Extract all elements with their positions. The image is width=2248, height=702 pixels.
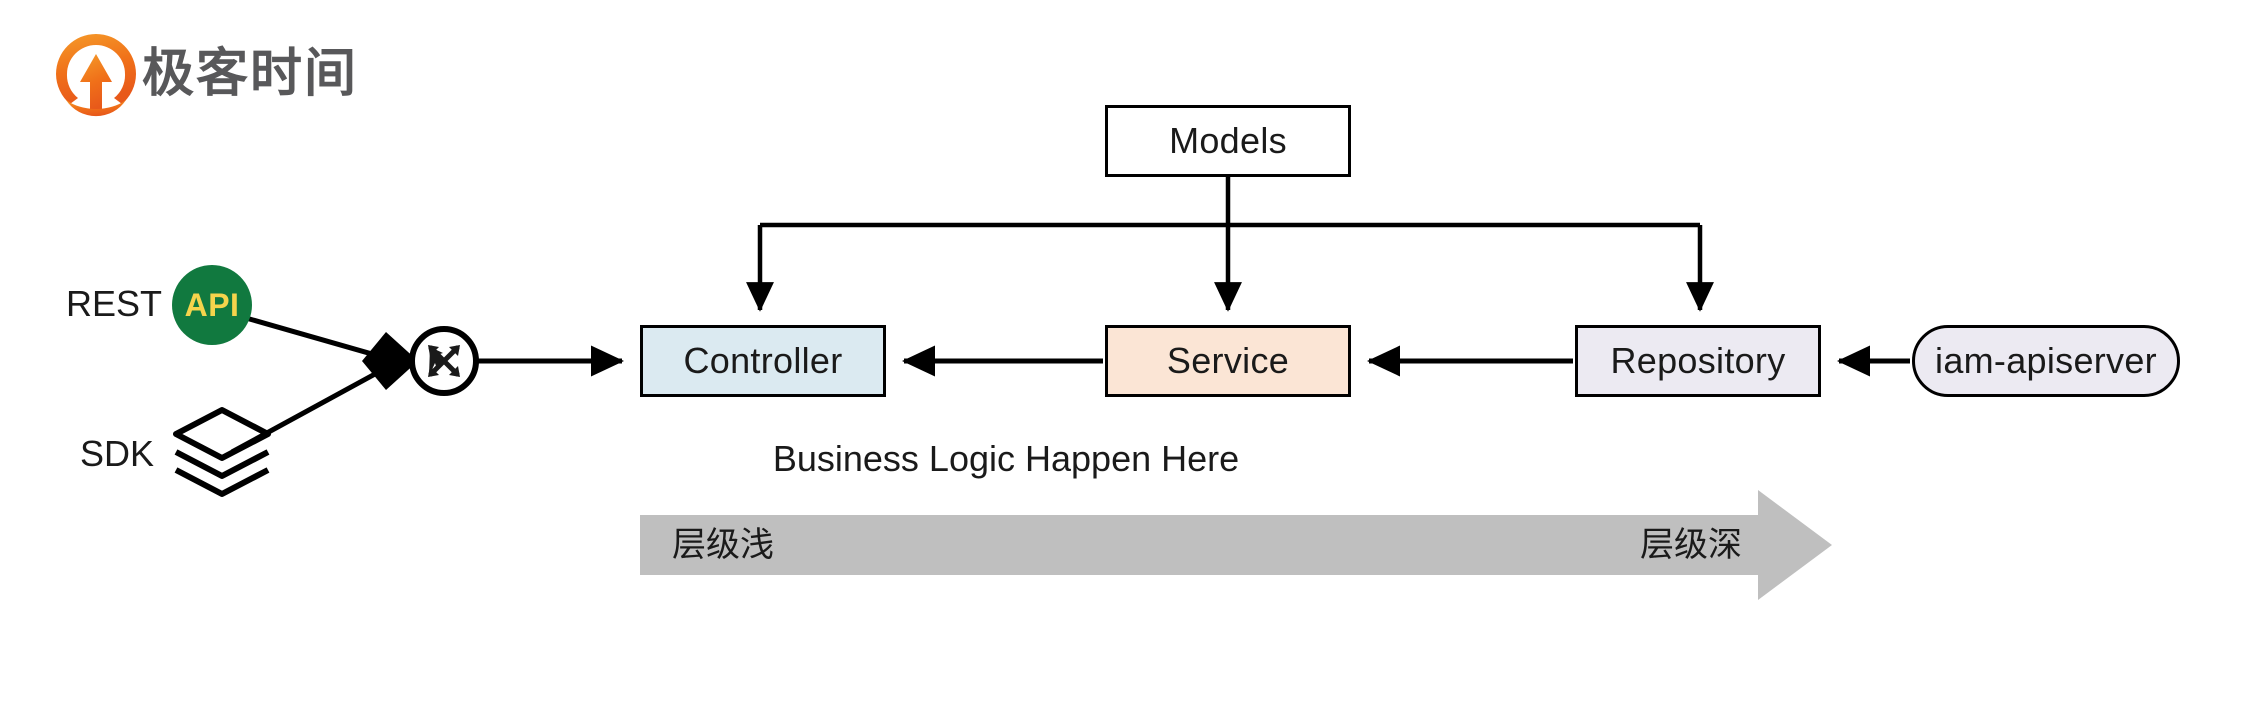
node-iam-apiserver[interactable]: iam-apiserver xyxy=(1912,325,2180,397)
depth-label-deep: 层级深 xyxy=(1640,526,1742,564)
api-circle-icon: API xyxy=(172,265,252,345)
node-service[interactable]: Service xyxy=(1105,325,1351,397)
api-badge-label: API xyxy=(184,286,240,323)
entrypoint-connectors xyxy=(230,315,388,455)
node-repository[interactable]: Repository xyxy=(1575,325,1821,397)
entrypoint-label-sdk: SDK xyxy=(80,433,155,474)
four-way-arrows-router-icon xyxy=(409,326,479,396)
brand-wordmark: 极客时间 xyxy=(142,44,359,104)
diamond-junction-icon xyxy=(362,332,418,390)
brand-mark-spacer xyxy=(52,32,126,116)
entrypoint-label-rest: REST xyxy=(66,283,163,324)
annotation-business-logic: Business Logic Happen Here xyxy=(0,438,2248,480)
node-models[interactable]: Models xyxy=(1105,105,1351,177)
node-controller[interactable]: Controller xyxy=(640,325,886,397)
brand-logo: 极客时间 xyxy=(52,26,392,122)
stacked-layers-icon xyxy=(173,407,271,497)
models-fanout-connectors xyxy=(746,177,1714,312)
depth-direction-band xyxy=(640,490,1832,600)
annotation-business-logic-text: Business Logic Happen Here xyxy=(772,438,1240,479)
geektime-q-logo-icon xyxy=(56,34,136,117)
depth-label-shallow: 层级浅 xyxy=(672,526,774,564)
